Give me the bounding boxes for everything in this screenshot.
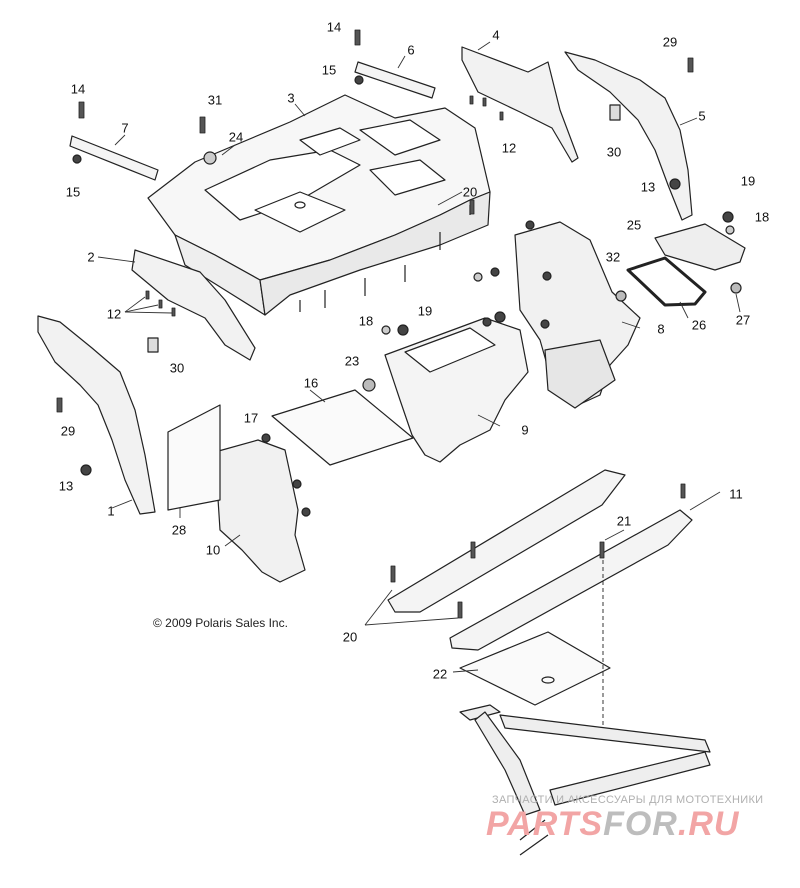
callout-9: 9 [521, 422, 529, 438]
clip-30-right [609, 104, 621, 121]
clip-30-left [147, 337, 159, 353]
callout-7: 7 [121, 120, 129, 136]
callout-25: 25 [626, 217, 642, 233]
part-fender-5 [564, 51, 693, 221]
callout-10: 10 [205, 542, 221, 558]
callout-8: 8 [657, 321, 665, 337]
callout-26: 26 [691, 317, 707, 333]
watermark-logo-for: FOR [603, 805, 678, 843]
callout-27: 27 [735, 312, 751, 328]
callout-5: 5 [698, 108, 706, 124]
fasteners [56, 29, 694, 619]
callout-12-top: 12 [501, 140, 517, 156]
leader-lines [97, 41, 741, 673]
part-fender-1 [37, 315, 156, 515]
callout-19-right: 19 [740, 173, 756, 189]
callout-16: 16 [303, 375, 319, 391]
callout-11: 11 [729, 486, 743, 502]
part-mat-16 [271, 389, 414, 466]
part-cargo-box [147, 94, 491, 316]
callout-15-top: 15 [321, 62, 337, 78]
nuts-and-washers [72, 75, 742, 517]
callout-20-bottom: 20 [342, 629, 358, 645]
watermark-logo-ru: .RU [677, 805, 740, 843]
callout-29-left: 29 [60, 423, 76, 439]
callout-23: 23 [344, 353, 360, 369]
watermark-logo-parts: PARTS [486, 805, 604, 843]
callout-30-right: 30 [606, 144, 622, 160]
watermark-logo: PARTSFOR.RU [486, 805, 739, 844]
callout-24: 24 [228, 129, 244, 145]
callout-1: 1 [107, 503, 115, 519]
callout-3: 3 [287, 90, 295, 106]
callout-21: 21 [616, 513, 632, 529]
callout-13-left: 13 [58, 478, 74, 494]
callout-32: 32 [605, 249, 621, 265]
callout-14-left: 14 [70, 81, 86, 97]
callout-17: 17 [243, 410, 259, 426]
callout-19-mid: 19 [417, 303, 433, 319]
part-support-frame [459, 704, 711, 856]
part-plate-22 [459, 631, 611, 706]
callout-31: 31 [207, 92, 223, 108]
callout-2: 2 [87, 249, 95, 265]
callout-28: 28 [171, 522, 187, 538]
part-storage-10 [214, 439, 306, 583]
part-sheet-28 [167, 404, 221, 511]
part-strap-7 [69, 135, 159, 181]
part-rail-11 [449, 509, 693, 651]
callout-15-left: 15 [65, 184, 81, 200]
copyright-text: © 2009 Polaris Sales Inc. [153, 616, 288, 630]
callout-30-left: 30 [169, 360, 185, 376]
callout-4: 4 [492, 27, 500, 43]
callout-20-top: 20 [462, 184, 478, 200]
callout-18-mid: 18 [358, 313, 374, 329]
callout-22: 22 [432, 666, 448, 682]
callout-14-top: 14 [326, 19, 342, 35]
callout-29-right: 29 [662, 34, 678, 50]
part-strap-6 [354, 61, 436, 99]
part-lid-25 [654, 223, 746, 271]
watermark-tagline: ЗАПЧАСТИ И АКСЕССУАРЫ ДЛЯ МОТОТЕХНИКИ [492, 794, 764, 806]
callout-18-right: 18 [754, 209, 770, 225]
part-rail-20 [387, 469, 626, 613]
callout-6: 6 [407, 42, 415, 58]
part-panel-2 [131, 249, 256, 361]
part-panel-4 [461, 46, 579, 163]
part-gasket-26 [626, 256, 707, 307]
callout-12-left: 12 [106, 306, 122, 322]
callout-13-right: 13 [640, 179, 656, 195]
